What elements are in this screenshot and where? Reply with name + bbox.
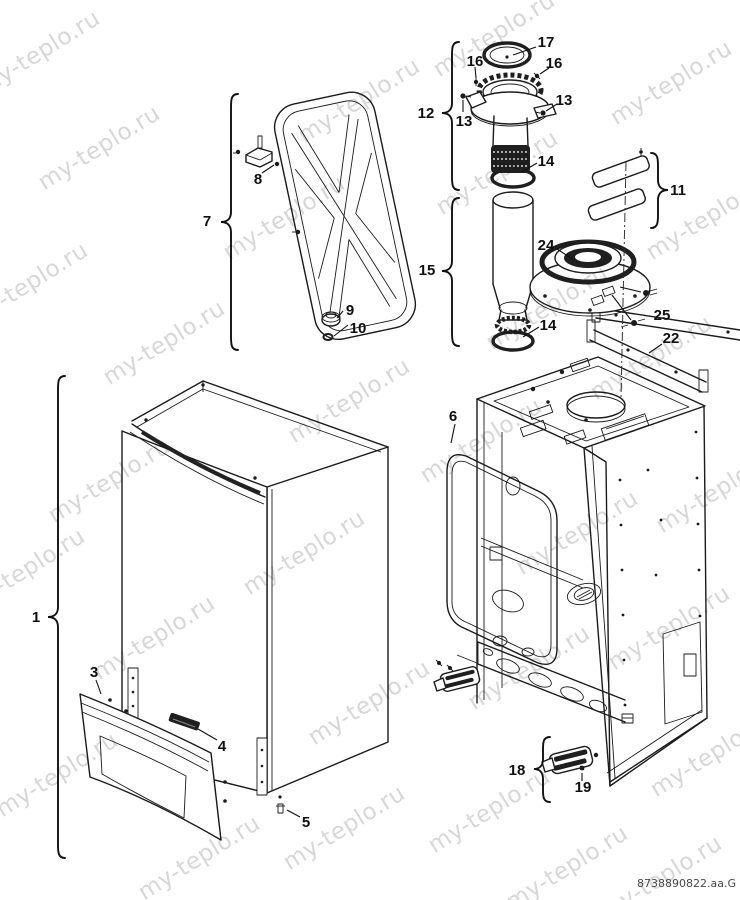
callout-14b: 14 (540, 317, 557, 334)
flue-collar (529, 239, 651, 317)
callout-22: 22 (663, 330, 680, 347)
grommet-9 (321, 311, 341, 327)
pipe-clamp-18 (541, 745, 599, 775)
callout-1: 1 (32, 609, 40, 626)
callout-16a: 16 (467, 53, 484, 70)
o-ring-10 (322, 333, 334, 341)
mounting-strip (586, 319, 709, 393)
callout-5: 5 (302, 814, 310, 831)
callout-11: 11 (670, 182, 686, 199)
callout-16b: 16 (546, 55, 563, 72)
callout-6: 6 (449, 408, 457, 425)
callout-14a: 14 (538, 153, 555, 170)
panel-side-screw (292, 229, 301, 235)
callout-13a: 13 (456, 113, 473, 130)
callout-7: 7 (203, 213, 211, 230)
callout-3: 3 (90, 664, 98, 681)
callout-8: 8 (254, 171, 262, 188)
callout-12: 12 (418, 105, 435, 122)
callout-17: 17 (538, 34, 555, 51)
callout-braces (47, 41, 669, 859)
air-box-panel (273, 91, 417, 341)
callout-24: 24 (538, 237, 555, 254)
door-seal (446, 454, 558, 666)
fan-flue-assembly (465, 41, 557, 352)
callout-19: 19 (575, 779, 592, 796)
callout-4: 4 (218, 738, 227, 755)
brand-badge (168, 712, 200, 731)
fan-screws (460, 72, 546, 116)
callout-9: 9 (346, 302, 354, 319)
document-code: 8738890822.aa.G (637, 877, 736, 890)
chassis-frame (456, 302, 740, 787)
callout-18: 18 (509, 762, 526, 779)
screws-25 (620, 288, 658, 328)
screw-5 (276, 795, 285, 814)
callout-25: 25 (654, 307, 671, 324)
part-number-callouts: 1 3 4 5 6 7 8 9 10 11 12 13 13 14 14 15 … (32, 34, 686, 831)
clip-bracket-8 (233, 135, 280, 168)
leader-lines (95, 46, 663, 818)
callout-13b: 13 (556, 92, 573, 109)
front-casing (108, 380, 389, 803)
control-flap (79, 693, 222, 841)
callout-15: 15 (419, 262, 436, 279)
cover-plates (587, 148, 650, 399)
pipe-clamp-installed (433, 659, 481, 692)
callout-10: 10 (350, 320, 367, 337)
